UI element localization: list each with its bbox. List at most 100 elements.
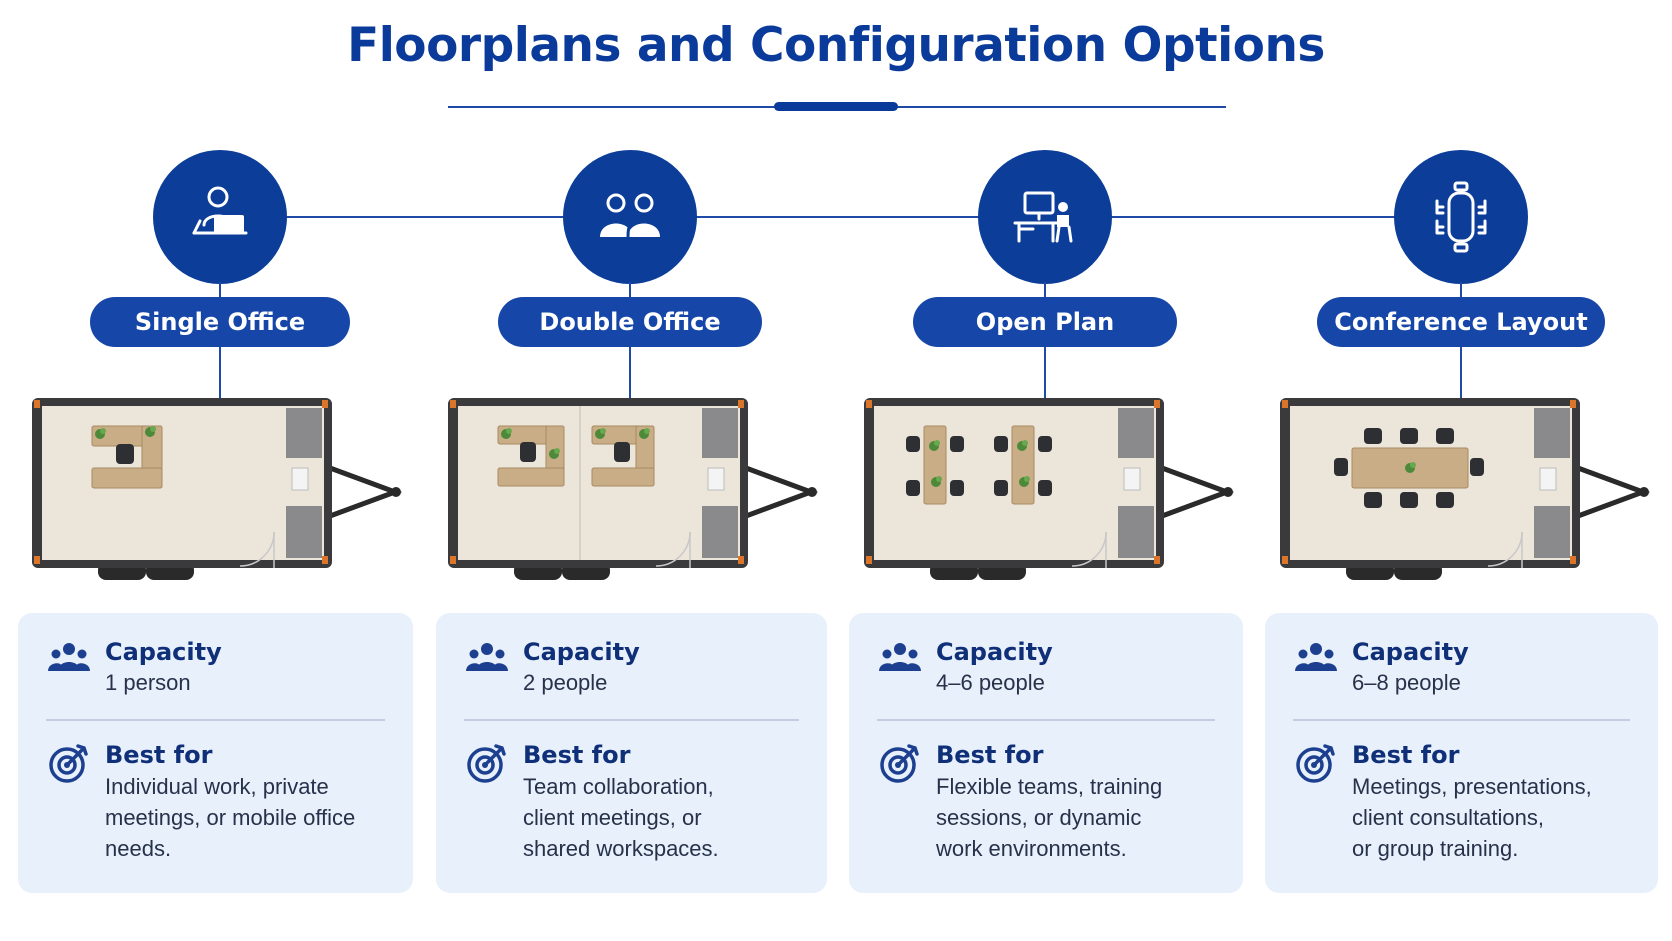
desk <box>923 425 947 505</box>
storage-room <box>702 408 738 458</box>
desk <box>91 467 163 489</box>
trailer-floorplan-single <box>32 398 403 580</box>
option-single-office: Single Office Capacity 1 person Best for… <box>12 0 432 941</box>
two-people-icon <box>563 150 697 284</box>
best-for-line-1: Individual work, private <box>105 774 329 799</box>
capacity-heading: Capacity <box>936 638 1053 666</box>
corner-accent <box>866 400 872 408</box>
info-card: Capacity 4–6 people Best for Flexible te… <box>849 613 1243 893</box>
icon-stem <box>1044 282 1046 298</box>
plant-leaf <box>936 476 942 482</box>
best-for-heading: Best for <box>105 741 213 769</box>
plant-leaf <box>600 428 606 434</box>
plant-leaf <box>100 428 106 434</box>
trailer-hitch <box>1577 465 1651 519</box>
best-for-heading: Best for <box>936 741 1044 769</box>
option-double-office: Double Office Capacity 2 people Best for… <box>429 0 849 941</box>
capacity-heading: Capacity <box>1352 638 1469 666</box>
info-card: Capacity 2 people Best for Team collabor… <box>436 613 827 893</box>
corner-accent <box>738 556 744 564</box>
best-for-line-3: shared workspaces. <box>523 836 719 861</box>
corner-accent <box>450 400 456 408</box>
chair <box>906 436 920 452</box>
hitch-ball <box>1639 487 1649 497</box>
corner-accent <box>34 400 40 408</box>
hitch-ball <box>1223 487 1233 497</box>
chair <box>116 444 134 464</box>
best-for-line-1: Team collaboration, <box>523 774 714 799</box>
card-divider <box>877 719 1215 721</box>
icon-stem <box>629 282 631 298</box>
single-person-laptop-icon <box>153 150 287 284</box>
chair <box>1470 458 1484 476</box>
corner-accent <box>1570 400 1576 408</box>
best-for-line-3: or group training. <box>1352 836 1519 861</box>
conference-table-icon <box>1394 150 1528 284</box>
furniture-group <box>1334 428 1484 508</box>
plant-leaf <box>934 440 940 446</box>
trailer-hitch <box>329 465 403 519</box>
people-group-icon <box>1295 643 1337 671</box>
chair <box>614 442 630 462</box>
corner-accent <box>450 556 456 564</box>
corner-accent <box>738 400 744 408</box>
option-open-plan: Open Plan Capacity 4–6 people Best for F… <box>844 0 1264 941</box>
corner-accent <box>1282 556 1288 564</box>
sink <box>291 467 309 491</box>
desk <box>1011 425 1035 505</box>
chair <box>906 480 920 496</box>
sink <box>1123 467 1141 491</box>
storage-room <box>1118 408 1154 458</box>
info-card: Capacity 1 person Best for Individual wo… <box>18 613 413 893</box>
chair <box>994 480 1008 496</box>
best-for-heading: Best for <box>523 741 631 769</box>
plant-leaf <box>1022 440 1028 446</box>
plant-leaf <box>554 448 560 454</box>
target-icon <box>880 744 919 783</box>
plant-leaf <box>1410 462 1416 468</box>
capacity-value: 4–6 people <box>936 670 1045 695</box>
chair <box>1400 428 1418 444</box>
corner-accent <box>322 400 328 408</box>
people-group-icon <box>879 643 921 671</box>
furniture-group <box>906 425 1052 505</box>
best-for-line-1: Meetings, presentations, <box>1352 774 1592 799</box>
card-divider <box>46 719 385 721</box>
pill-stem <box>219 347 221 399</box>
hitch-ball <box>391 487 401 497</box>
icon-connector-line <box>220 216 1460 218</box>
best-for-heading: Best for <box>1352 741 1460 769</box>
corner-accent <box>1282 400 1288 408</box>
restroom <box>1118 506 1154 558</box>
target-icon <box>467 744 506 783</box>
chair <box>950 480 964 496</box>
icon-stem <box>219 282 221 298</box>
icon-stem <box>1460 282 1462 298</box>
chair <box>1364 492 1382 508</box>
plant-leaf <box>150 426 156 432</box>
target-icon <box>49 744 88 783</box>
furniture-group <box>91 425 163 489</box>
best-for-line-2: sessions, or dynamic <box>936 805 1142 830</box>
corner-accent <box>1154 400 1160 408</box>
best-for-line-1: Flexible teams, training <box>936 774 1163 799</box>
info-card: Capacity 6–8 people Best for Meetings, p… <box>1265 613 1658 893</box>
people-group-icon <box>466 643 508 671</box>
storage-room <box>286 408 322 458</box>
corner-accent <box>34 556 40 564</box>
best-for-line-3: needs. <box>105 836 172 861</box>
storage-room <box>1534 408 1570 458</box>
capacity-value: 1 person <box>105 670 191 695</box>
title-accent-bar <box>774 102 898 111</box>
option-label-pill: Single Office <box>90 297 350 347</box>
corner-accent <box>322 556 328 564</box>
trailer-floor <box>42 406 324 560</box>
hitch-ball <box>807 487 817 497</box>
chair <box>1364 428 1382 444</box>
sink <box>707 467 725 491</box>
option-conference-layout: Conference Layout Capacity 6–8 people Be… <box>1258 0 1672 941</box>
desk <box>591 467 655 487</box>
card-divider <box>1293 719 1630 721</box>
chair <box>1400 492 1418 508</box>
